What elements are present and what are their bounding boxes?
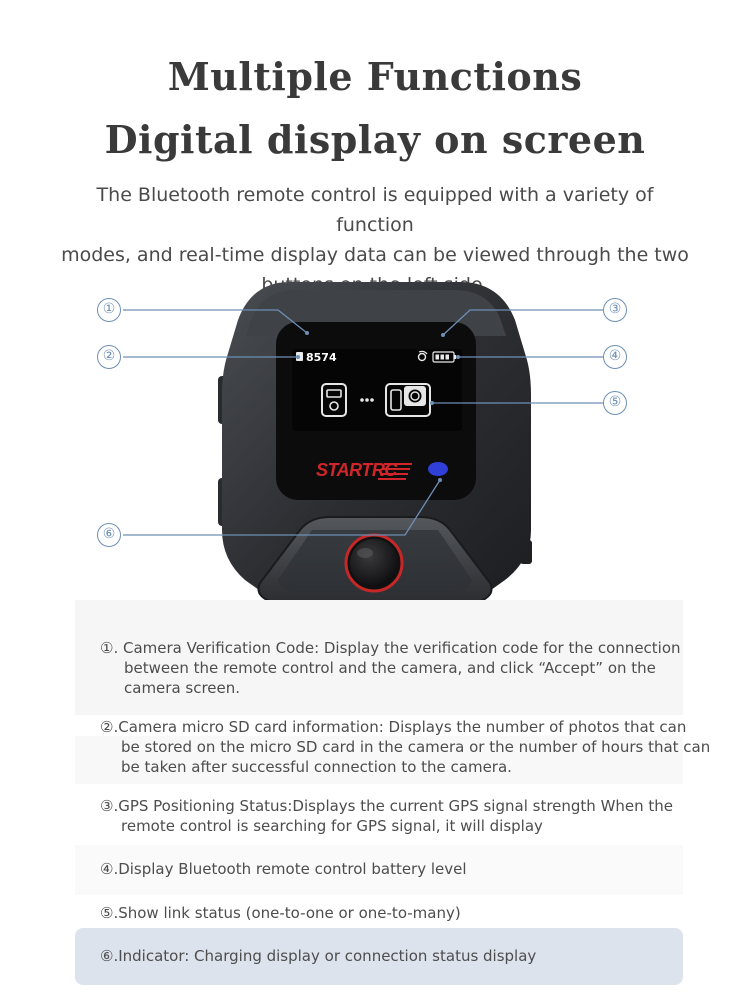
subtitle-line-1: The Bluetooth remote control is equipped… bbox=[96, 184, 654, 236]
description-6-line-1: ⑥.Indicator: Charging display or connect… bbox=[100, 947, 537, 965]
desc-band-3 bbox=[75, 845, 683, 895]
desc-band-2 bbox=[75, 736, 683, 784]
desc-band-1 bbox=[75, 600, 683, 715]
description-1: ①. Camera Verification Code: Display the… bbox=[100, 638, 720, 698]
description-2-line-3: be taken after successful connection to … bbox=[121, 758, 512, 776]
brand-stripes bbox=[378, 463, 412, 480]
description-2: ②.Camera micro SD card information: Disp… bbox=[100, 717, 720, 777]
callout-endpoints bbox=[296, 331, 460, 482]
callout-5: ⑤ bbox=[603, 391, 627, 415]
shutter-button bbox=[350, 539, 398, 587]
gps-signal-icon bbox=[417, 350, 428, 362]
callout-1: ① bbox=[97, 298, 121, 322]
callout-6: ⑥ bbox=[97, 523, 121, 547]
description-2-line-2: be stored on the micro SD card in the ca… bbox=[121, 738, 711, 756]
callout-lines bbox=[123, 309, 603, 536]
description-2-line-1: ②.Camera micro SD card information: Disp… bbox=[100, 718, 687, 736]
camera-icon bbox=[385, 383, 431, 417]
description-1-line-2: between the remote control and the camer… bbox=[124, 659, 656, 677]
battery-icon bbox=[432, 351, 456, 363]
description-4: ④.Display Bluetooth remote control batte… bbox=[100, 859, 720, 879]
callout-3: ③ bbox=[603, 298, 627, 322]
page-title-line-2: Digital display on screen bbox=[104, 117, 646, 162]
description-1-line-1: ①. Camera Verification Code: Display the… bbox=[100, 639, 681, 657]
subtitle-line-2: modes, and real-time display data can be… bbox=[61, 244, 689, 266]
page-title-line-1: Multiple Functions bbox=[167, 54, 583, 99]
remote-control-illustration: 8574 STARTRC bbox=[123, 282, 603, 614]
description-3: ③.GPS Positioning Status:Displays the cu… bbox=[100, 796, 720, 836]
brand-logo: STARTRC bbox=[316, 460, 398, 480]
description-5-line-1: ⑤.Show link status (one-to-one or one-to… bbox=[100, 904, 461, 922]
description-3-line-1: ③.GPS Positioning Status:Displays the cu… bbox=[100, 797, 674, 815]
callout-2: ② bbox=[97, 345, 121, 369]
callout-4: ④ bbox=[603, 345, 627, 369]
description-1-line-3: camera screen. bbox=[124, 679, 241, 697]
indicator-light bbox=[428, 462, 448, 476]
description-3-line-2: remote control is searching for GPS sign… bbox=[121, 817, 543, 835]
remote-icon bbox=[321, 383, 347, 417]
highlight-panel-6 bbox=[75, 928, 683, 985]
verification-code: 8574 bbox=[306, 351, 337, 364]
link-status-dots-icon bbox=[360, 398, 374, 402]
description-4-line-1: ④.Display Bluetooth remote control batte… bbox=[100, 860, 467, 878]
description-6: ⑥.Indicator: Charging display or connect… bbox=[100, 946, 720, 966]
description-5: ⑤.Show link status (one-to-one or one-to… bbox=[100, 903, 720, 923]
